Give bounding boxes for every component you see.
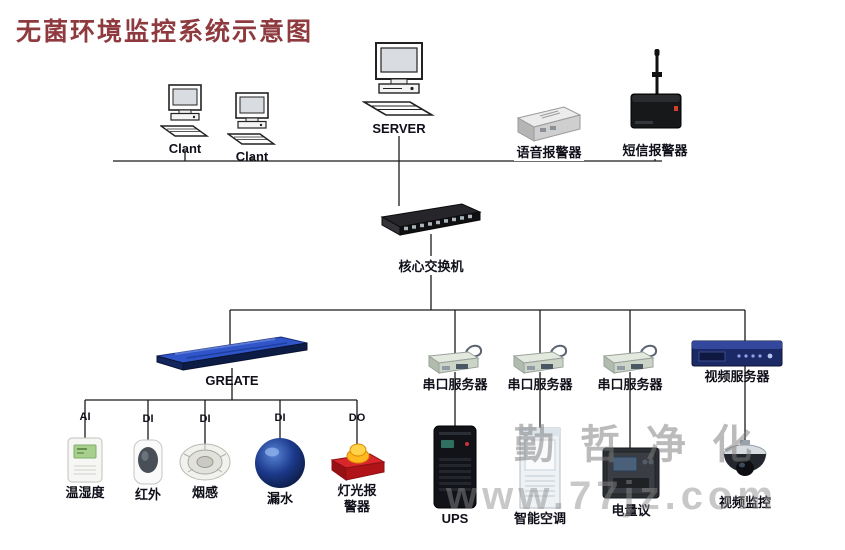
serial-server3-label: 串口服务器 [597,377,663,392]
core-switch-label: 核心交换机 [396,256,466,275]
port-label-ai: AI [79,411,91,423]
node-serial-server3: 串口服务器 [595,342,665,393]
client-pc-icon [160,84,210,137]
server-icon [362,42,435,116]
node-infrared: 红外 [123,438,173,503]
node-light-alarm: 灯光报警器 [329,436,386,516]
greate-controller-icon [156,336,308,371]
serial-server1-label: 串口服务器 [422,377,488,392]
node-water-leak: 漏水 [252,436,308,507]
server-label: SERVER [372,121,426,136]
node-power-meter: 电量议 [600,444,662,519]
sms-alarm-label: 短信报警器 [620,143,690,160]
light-alarm-icon [330,443,386,481]
video-server-label: 视频服务器 [704,369,770,384]
node-smart-ac: 智能空调 [510,426,570,527]
greate-label: GREATE [205,373,259,388]
node-core-switch [376,200,486,240]
port-label-di1: DI [142,413,154,425]
node-ups: UPS [427,424,483,527]
dome-camera-icon [723,440,767,476]
page-title: 无菌环境监控系统示意图 [16,18,314,46]
node-video-monitor: 视频监控 [715,438,775,511]
node-client1: Clant [157,84,213,157]
port-label-di2: DI [199,413,211,425]
client-pc-icon [227,92,277,145]
video-server-icon [691,340,783,367]
water-leak-sensor-icon [255,438,305,488]
core-switch-icon [380,203,482,236]
temp-humidity-label: 温湿度 [65,485,105,500]
sms-alarm-icon [630,49,682,129]
power-meter-label: 电量议 [611,503,651,518]
node-serial-server2: 串口服务器 [505,342,575,393]
smoke-label: 烟感 [191,485,218,500]
temp-humidity-sensor-icon [67,437,103,483]
node-video-server: 视频服务器 [691,338,783,385]
smoke-detector-icon [179,443,231,481]
node-voice-alarm: 语音报警器 [511,102,587,162]
serial-server2-label: 串口服务器 [507,377,573,392]
infrared-label: 红外 [134,487,161,502]
node-client2: Clant [224,92,280,165]
power-meter-icon [602,447,660,499]
port-label-do: DO [348,412,366,424]
light-alarm-label: 灯光报警器 [337,483,377,515]
node-serial-server1: 串口服务器 [420,342,490,393]
voice-alarm-icon [516,106,582,142]
ups-label: UPS [441,511,469,526]
node-temp-humidity: 温湿度 [57,436,113,501]
node-smoke: 烟感 [177,442,233,501]
ups-icon [433,425,477,509]
node-server: SERVER [359,42,439,137]
serial-server-icon [512,344,568,374]
node-greate: GREATE [155,332,309,389]
client2-label: Clant [235,149,269,164]
port-label-di3: DI [274,412,286,424]
video-monitor-label: 视频监控 [718,495,771,510]
infrared-sensor-icon [133,439,163,485]
node-sms-alarm: 短信报警器 [617,48,693,160]
water-leak-label: 漏水 [266,491,293,506]
client1-label: Clant [168,141,202,156]
smart-ac-label: 智能空调 [513,511,566,526]
voice-alarm-label: 语音报警器 [514,145,584,162]
air-conditioner-icon [519,427,561,509]
serial-server-icon [602,344,658,374]
serial-server-icon [427,344,483,374]
